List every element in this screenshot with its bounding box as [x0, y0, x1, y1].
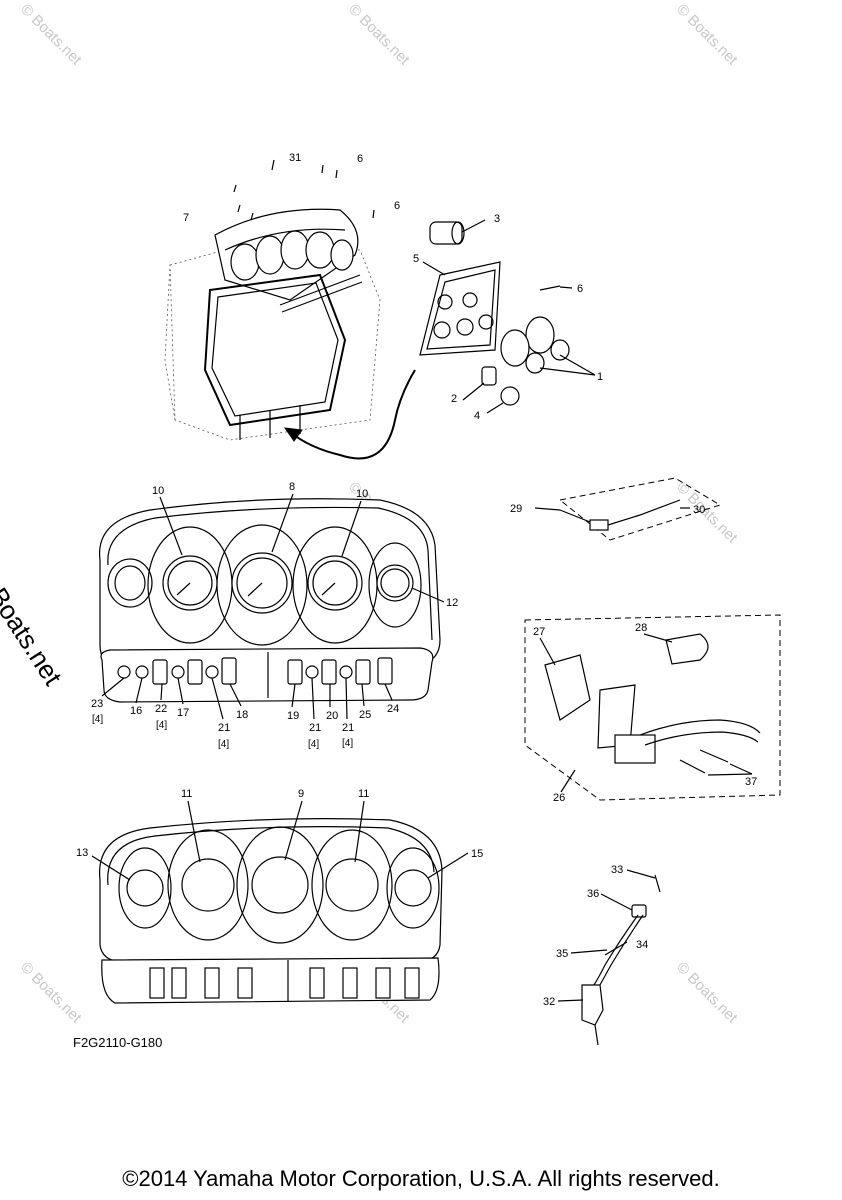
callout-1: 1 — [597, 371, 603, 383]
knob-parts — [462, 366, 520, 414]
callout-29: 29 — [510, 503, 522, 515]
console-assembly-illustration — [164, 159, 381, 441]
callout-8: 8 — [289, 481, 295, 493]
watermark-bottom-left: © Boats.net — [17, 959, 85, 1027]
callout-18: 18 — [236, 709, 248, 721]
callout-16: 16 — [130, 705, 142, 717]
callout-13: 13 — [76, 847, 88, 859]
callout-35: 35 — [556, 948, 568, 960]
callout-11: 11 — [358, 788, 369, 800]
callout-25: 25 — [359, 709, 371, 721]
watermark-top-right: © Boats.net — [673, 1, 741, 69]
callout-6: 6 — [577, 283, 583, 295]
connector-part — [429, 219, 486, 245]
callout-24: 24 — [387, 703, 399, 715]
callout-7: 7 — [183, 212, 189, 224]
switch-row-right — [287, 657, 393, 685]
qty-23: [4] — [92, 714, 103, 725]
rear-gauge-right — [386, 847, 440, 929]
callout-6: 6 — [394, 200, 400, 212]
callout-5: 5 — [413, 253, 419, 265]
switch-parts — [500, 316, 596, 376]
callout-22: 22 — [155, 703, 167, 715]
assembly-arrow-icon — [289, 369, 416, 460]
callout-10: 10 — [152, 485, 164, 497]
callout-labels: 31 6 7 6 3 5 6 1 2 4 10 8 10 12 23 [4] 1… — [76, 152, 757, 1008]
callout-15: 15 — [471, 848, 483, 860]
rear-gauge-speed — [236, 826, 324, 944]
rear-connector-row — [149, 967, 420, 999]
cover-plate-part — [419, 261, 501, 356]
callout-12: 12 — [446, 597, 458, 609]
instrument-panel-rear — [99, 818, 443, 1004]
gauge-left-small — [107, 558, 153, 608]
screw-part — [539, 285, 561, 291]
callout-27: 27 — [533, 626, 545, 638]
qty-21: [4] — [218, 739, 229, 750]
callout-4: 4 — [474, 410, 480, 422]
watermark-bottom-right: © Boats.net — [673, 959, 741, 1027]
qty-21: [4] — [308, 739, 319, 750]
instrument-panel-front — [99, 498, 441, 703]
callout-23: 23 — [91, 698, 103, 710]
watermark-top-left: © Boats.net — [17, 1, 85, 69]
sensor-assembly-detail — [524, 614, 781, 801]
callout-11: 11 — [181, 788, 192, 800]
rear-gauge-tach — [167, 829, 249, 941]
wiring-harness-detail — [534, 477, 722, 541]
callout-3: 3 — [494, 213, 500, 225]
callout-26: 26 — [553, 792, 565, 804]
watermark-mid-right: © Boats.net — [673, 479, 741, 547]
diagram-code: F2G2110-G180 — [73, 1035, 163, 1050]
watermark-top-center: © Boats.net — [345, 1, 413, 69]
callout-21: 21 — [342, 722, 354, 734]
tachometer-gauge — [147, 526, 233, 644]
callout-32: 32 — [543, 996, 555, 1008]
speedometer-gauge — [216, 524, 308, 646]
qty-21: [4] — [342, 738, 353, 749]
callout-20: 20 — [326, 710, 338, 722]
callout-17: 17 — [177, 707, 189, 719]
rear-gauge-left — [118, 847, 172, 929]
qty-22: [4] — [156, 720, 167, 731]
callout-36: 36 — [587, 888, 599, 900]
callout-19: 19 — [287, 710, 299, 722]
callout-28: 28 — [635, 622, 647, 634]
callout-21: 21 — [218, 722, 230, 734]
gauge-right-small — [368, 542, 422, 628]
callout-21: 21 — [309, 722, 321, 734]
callout-33: 33 — [611, 864, 623, 876]
callout-34: 34 — [636, 939, 648, 951]
callout-37: 37 — [745, 776, 757, 788]
callout-6: 6 — [357, 153, 363, 165]
tachometer-gauge-right — [292, 526, 378, 644]
callout-9: 9 — [298, 788, 304, 800]
callout-31: 31 — [289, 152, 301, 164]
copyright-notice: ©2014 Yamaha Motor Corporation, U.S.A. A… — [122, 1166, 720, 1191]
callout-2: 2 — [451, 393, 457, 405]
rear-gauge-tach-right — [311, 829, 393, 941]
callout-10: 10 — [356, 488, 368, 500]
callout-30: 30 — [693, 504, 705, 516]
cable-lever-detail — [581, 874, 661, 1046]
